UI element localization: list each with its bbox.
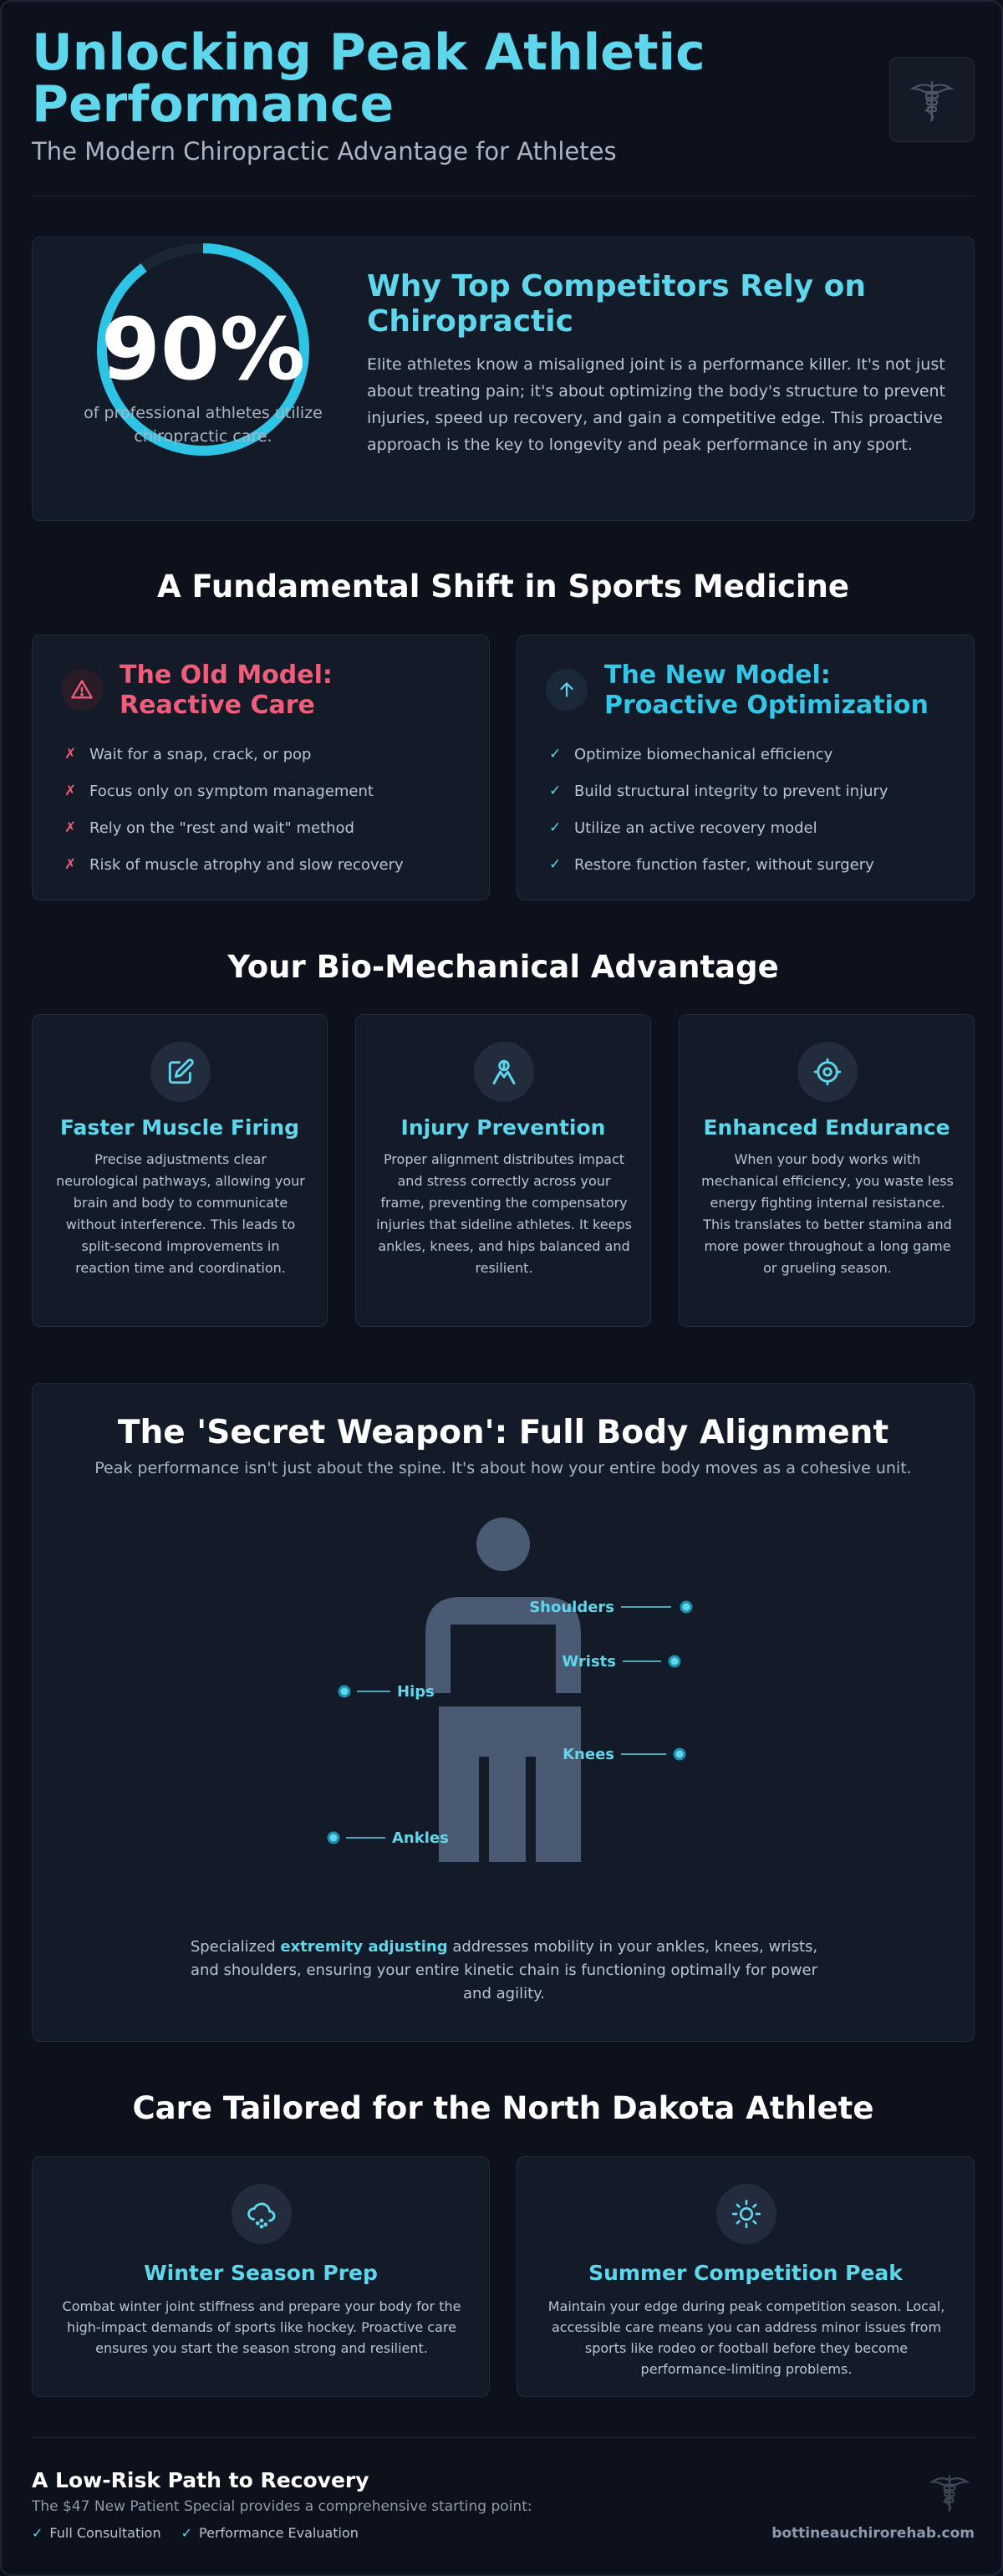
list-item: ✗Wait for a snap, crack, or pop xyxy=(64,745,312,763)
footer-check-item: ✓Full Consultation xyxy=(32,2525,161,2541)
website-link[interactable]: bottineauchirorehab.com xyxy=(771,2525,975,2542)
why-text: Elite athletes know a misaligned joint i… xyxy=(367,355,946,454)
feature-text: Precise adjustments clear neurological p… xyxy=(56,1151,305,1276)
season-icon-wrap xyxy=(232,2184,292,2244)
x-mark-icon: ✗ xyxy=(64,746,77,763)
old-model-list: ✗Wait for a snap, crack, or pop ✗Focus o… xyxy=(64,736,404,883)
alignment-footnote: Specialized extremity adjusting addresse… xyxy=(190,1938,818,2002)
feature-icon-wrap xyxy=(797,1042,858,1102)
season-text: Combat winter joint stiffness and prepar… xyxy=(62,2298,461,2356)
label-ankles: Ankles xyxy=(392,1829,449,1847)
new-model-title: The New Model: Proactive Optimization xyxy=(604,661,929,720)
feature-card-muscle: Faster Muscle Firing Precise adjustments… xyxy=(32,1014,328,1327)
footer-title: A Low-Risk Path to Recovery xyxy=(32,2468,369,2492)
x-mark-icon: ✗ xyxy=(64,856,77,873)
arrow-up-icon xyxy=(560,682,573,697)
page-footer: A Low-Risk Path to Recovery The $47 New … xyxy=(32,2437,975,2554)
caduceus-spine-icon xyxy=(929,2474,970,2512)
edit-pencil-icon xyxy=(168,1058,194,1084)
person-shield-icon xyxy=(492,1059,516,1084)
old-model-icon-wrap xyxy=(61,669,103,711)
why-heading: Why Top Competitors Rely on Chiropractic xyxy=(367,269,867,339)
season-title: Summer Competition Peak xyxy=(588,2261,903,2285)
season-title: Winter Season Prep xyxy=(144,2261,378,2285)
alignment-card: The 'Secret Weapon': Full Body Alignment… xyxy=(32,1383,975,2042)
stat-ring xyxy=(97,243,309,456)
old-model-card: The Old Model: Reactive Care ✗Wait for a… xyxy=(32,635,490,900)
label-knees: Knees xyxy=(563,1746,614,1763)
check-icon: ✓ xyxy=(549,746,562,763)
x-mark-icon: ✗ xyxy=(64,783,77,799)
seasons-heading: Care Tailored for the North Dakota Athle… xyxy=(132,2090,874,2126)
footer-checklist: ✓Full Consultation ✓Performance Evaluati… xyxy=(32,2525,359,2541)
feature-text: Proper alignment distributes impact and … xyxy=(376,1151,632,1276)
page-header: Unlocking Peak Athletic Performance The … xyxy=(32,27,975,196)
check-icon: ✓ xyxy=(549,783,562,799)
stat-ring-arc xyxy=(97,243,309,456)
page-title: Unlocking Peak Athletic Performance xyxy=(32,23,705,134)
footer-subtitle: The $47 New Patient Special provides a c… xyxy=(32,2498,532,2515)
snow-cloud-icon xyxy=(247,2202,276,2229)
logo-box xyxy=(889,57,975,142)
label-hips: Hips xyxy=(397,1683,435,1701)
shift-heading: A Fundamental Shift in Sports Medicine xyxy=(156,569,850,604)
feature-text: When your body works with mechanical eff… xyxy=(701,1151,954,1276)
page-subtitle: The Modern Chiropractic Advantage for At… xyxy=(32,137,617,166)
footer-check-item: ✓Performance Evaluation xyxy=(181,2525,359,2541)
feature-card-endurance: Enhanced Endurance When your body works … xyxy=(679,1014,975,1327)
season-card-winter: Winter Season Prep Combat winter joint s… xyxy=(32,2156,490,2397)
new-model-icon-wrap xyxy=(546,669,588,711)
season-icon-wrap xyxy=(716,2184,776,2244)
stat-value: 90% xyxy=(100,300,306,400)
list-item: ✓Utilize an active recovery model xyxy=(549,819,817,837)
advantage-heading: Your Bio-Mechanical Advantage xyxy=(227,949,779,985)
check-icon: ✓ xyxy=(549,856,562,873)
human-silhouette xyxy=(425,1518,581,1862)
feature-title: Faster Muscle Firing xyxy=(59,1115,300,1140)
check-icon: ✓ xyxy=(549,819,562,836)
new-model-list: ✓Optimize biomechanical efficiency ✓Buil… xyxy=(549,736,888,883)
highlight-text: extremity adjusting xyxy=(280,1938,448,1956)
alignment-subtitle: Peak performance isn't just about the sp… xyxy=(94,1459,912,1477)
feature-icon-wrap xyxy=(150,1042,211,1102)
label-shoulders: Shoulders xyxy=(529,1599,614,1616)
target-icon xyxy=(813,1058,842,1086)
list-item: ✗Risk of muscle atrophy and slow recover… xyxy=(64,855,404,874)
feature-icon-wrap xyxy=(474,1042,534,1102)
check-icon: ✓ xyxy=(181,2525,193,2541)
list-item: ✓Restore function faster, without surger… xyxy=(549,855,874,874)
season-text: Maintain your edge during peak competiti… xyxy=(547,2298,945,2377)
list-item: ✗Rely on the "rest and wait" method xyxy=(64,819,354,837)
season-card-summer: Summer Competition Peak Maintain your ed… xyxy=(517,2156,975,2397)
check-icon: ✓ xyxy=(32,2525,43,2541)
old-model-title: The Old Model: Reactive Care xyxy=(120,661,333,720)
caduceus-spine-icon xyxy=(909,80,955,122)
stat-card: 90% of professional athletes utilize chi… xyxy=(32,237,975,521)
list-item: ✓Optimize biomechanical efficiency xyxy=(549,745,833,763)
alignment-title: The 'Secret Weapon': Full Body Alignment xyxy=(117,1414,889,1451)
x-mark-icon: ✗ xyxy=(64,819,77,836)
new-model-card: The New Model: Proactive Optimization ✓O… xyxy=(517,635,975,900)
list-item: ✗Focus only on symptom management xyxy=(64,782,374,800)
stat-caption: of professional athletes utilize chiropr… xyxy=(84,404,323,446)
feature-title: Enhanced Endurance xyxy=(703,1115,950,1140)
sun-icon xyxy=(731,2199,761,2229)
feature-title: Injury Prevention xyxy=(400,1115,606,1140)
warning-triangle-icon xyxy=(71,680,93,699)
label-wrists: Wrists xyxy=(562,1653,616,1671)
list-item: ✓Build structural integrity to prevent i… xyxy=(549,782,888,800)
feature-card-injury: Injury Prevention Proper alignment distr… xyxy=(355,1014,651,1327)
body-figure: Shoulders Wrists Hips Knees Ankles xyxy=(327,1518,693,1862)
